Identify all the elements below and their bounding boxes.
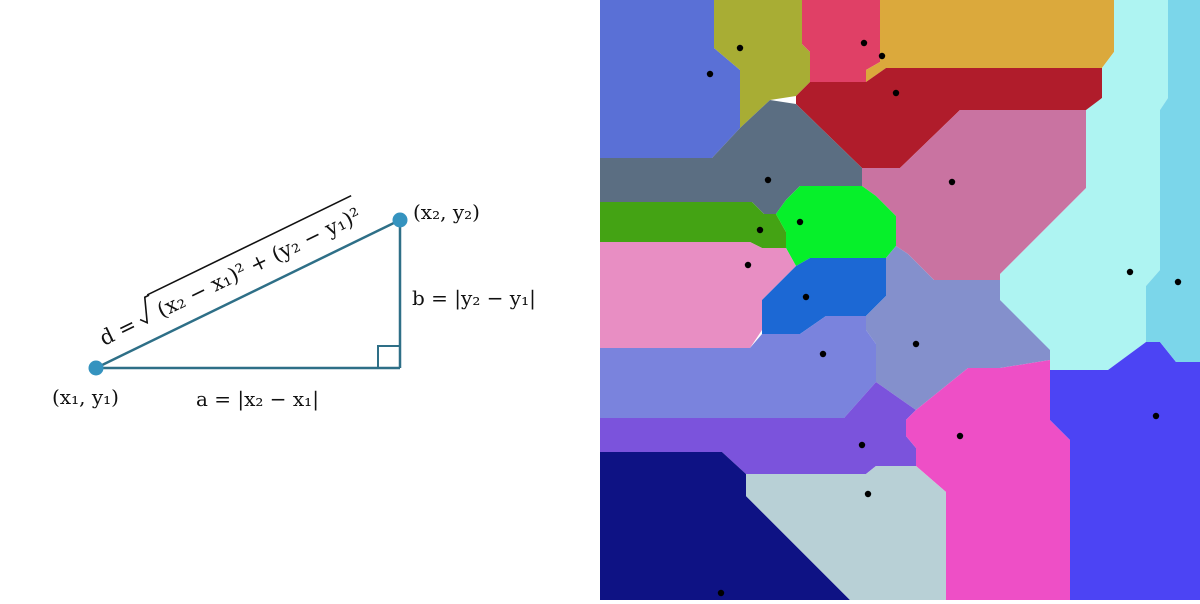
voronoi-site [744, 261, 752, 269]
voronoi-region [1146, 0, 1200, 362]
voronoi-site [892, 89, 900, 97]
voronoi-region [1050, 342, 1200, 600]
voronoi-region [600, 202, 786, 248]
voronoi-sites [706, 39, 1182, 597]
side-a-label: a = |x₂ − x₁| [196, 387, 319, 412]
voronoi-region [746, 466, 946, 600]
voronoi-site [756, 226, 764, 234]
voronoi-site [1174, 278, 1182, 286]
voronoi-site [706, 70, 714, 78]
voronoi-site [764, 176, 772, 184]
voronoi-site [864, 490, 872, 498]
voronoi-region [802, 0, 880, 82]
voronoi-site [878, 52, 886, 60]
voronoi-site [860, 39, 868, 47]
voronoi-region [762, 258, 886, 334]
point-1-label: (x₁, y₁) [52, 385, 119, 409]
voronoi-site [912, 340, 920, 348]
voronoi-svg [600, 0, 1200, 600]
voronoi-region [600, 0, 740, 158]
voronoi-site [1152, 412, 1160, 420]
point-1 [88, 360, 104, 376]
voronoi-site [956, 432, 964, 440]
point-2 [392, 212, 408, 228]
manhattan-triangle-diagram: (x₁, y₁) (x₂, y₂) a = |x₂ − x₁| b = |y₂ … [0, 0, 598, 600]
voronoi-region [862, 110, 1086, 280]
distance-formula-radicand: (x₂ − x₁)² + (y₂ − y₁)² [153, 203, 365, 322]
voronoi-region [776, 186, 896, 266]
voronoi-region [714, 0, 810, 128]
voronoi-region [796, 68, 1102, 168]
voronoi-site [717, 589, 725, 597]
distance-formula: d = (x₂ − x₁)² + (y₂ − y₁)² [96, 194, 365, 350]
voronoi-region [866, 246, 1050, 410]
voronoi-region [600, 242, 796, 348]
voronoi-region [1000, 0, 1168, 370]
voronoi-site [1126, 268, 1134, 276]
radical-sign [139, 194, 352, 325]
side-b-label: b = |y₂ − y₁| [412, 286, 536, 311]
voronoi-site [796, 218, 804, 226]
voronoi-region [866, 0, 1114, 82]
triangle-svg: (x₁, y₁) (x₂, y₂) a = |x₂ − x₁| b = |y₂ … [52, 194, 536, 412]
voronoi-site [802, 293, 810, 301]
voronoi-region [600, 452, 850, 600]
hypotenuse-line [95, 218, 401, 370]
point-2-label: (x₂, y₂) [413, 200, 480, 224]
right-angle-marker [377, 345, 400, 368]
manhattan-voronoi-diagram [598, 0, 1200, 600]
voronoi-site [948, 178, 956, 186]
voronoi-site [736, 44, 744, 52]
voronoi-region [600, 382, 916, 474]
voronoi-site [858, 441, 866, 449]
distance-formula-prefix: d = [96, 312, 140, 350]
voronoi-region [600, 100, 862, 214]
voronoi-region [906, 360, 1070, 600]
voronoi-region [600, 316, 876, 418]
voronoi-site [819, 350, 827, 358]
